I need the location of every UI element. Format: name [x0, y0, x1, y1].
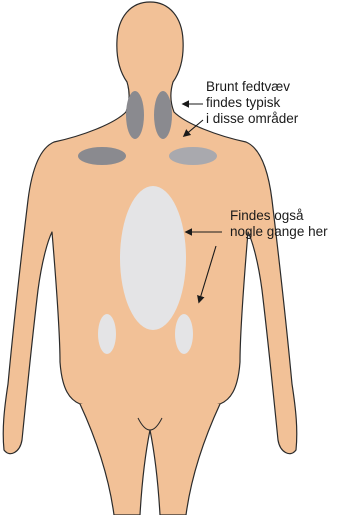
fat-deposit-neck-left	[126, 91, 144, 139]
legs	[80, 404, 220, 515]
also-found-line-1: Findes også	[230, 208, 328, 224]
brown-fat-line-1: Brunt fedtvæv	[206, 79, 298, 95]
also-found-annotation: Findes også nogle gange her	[230, 208, 328, 240]
brown-fat-line-3: i disse områder	[206, 111, 298, 127]
fat-deposit-flank-left	[98, 314, 116, 354]
also-found-line-2: nogle gange her	[230, 224, 328, 240]
fat-deposit-center-back	[120, 186, 186, 330]
brown-fat-annotation: Brunt fedtvæv findes typisk i disse områ…	[206, 79, 298, 127]
brown-fat-line-2: findes typisk	[206, 95, 298, 111]
fat-deposit-shoulder-left	[78, 147, 126, 165]
fat-deposit-shoulder-right	[169, 147, 217, 165]
fat-deposit-flank-right	[175, 314, 193, 354]
fat-deposit-neck-right	[154, 91, 172, 139]
